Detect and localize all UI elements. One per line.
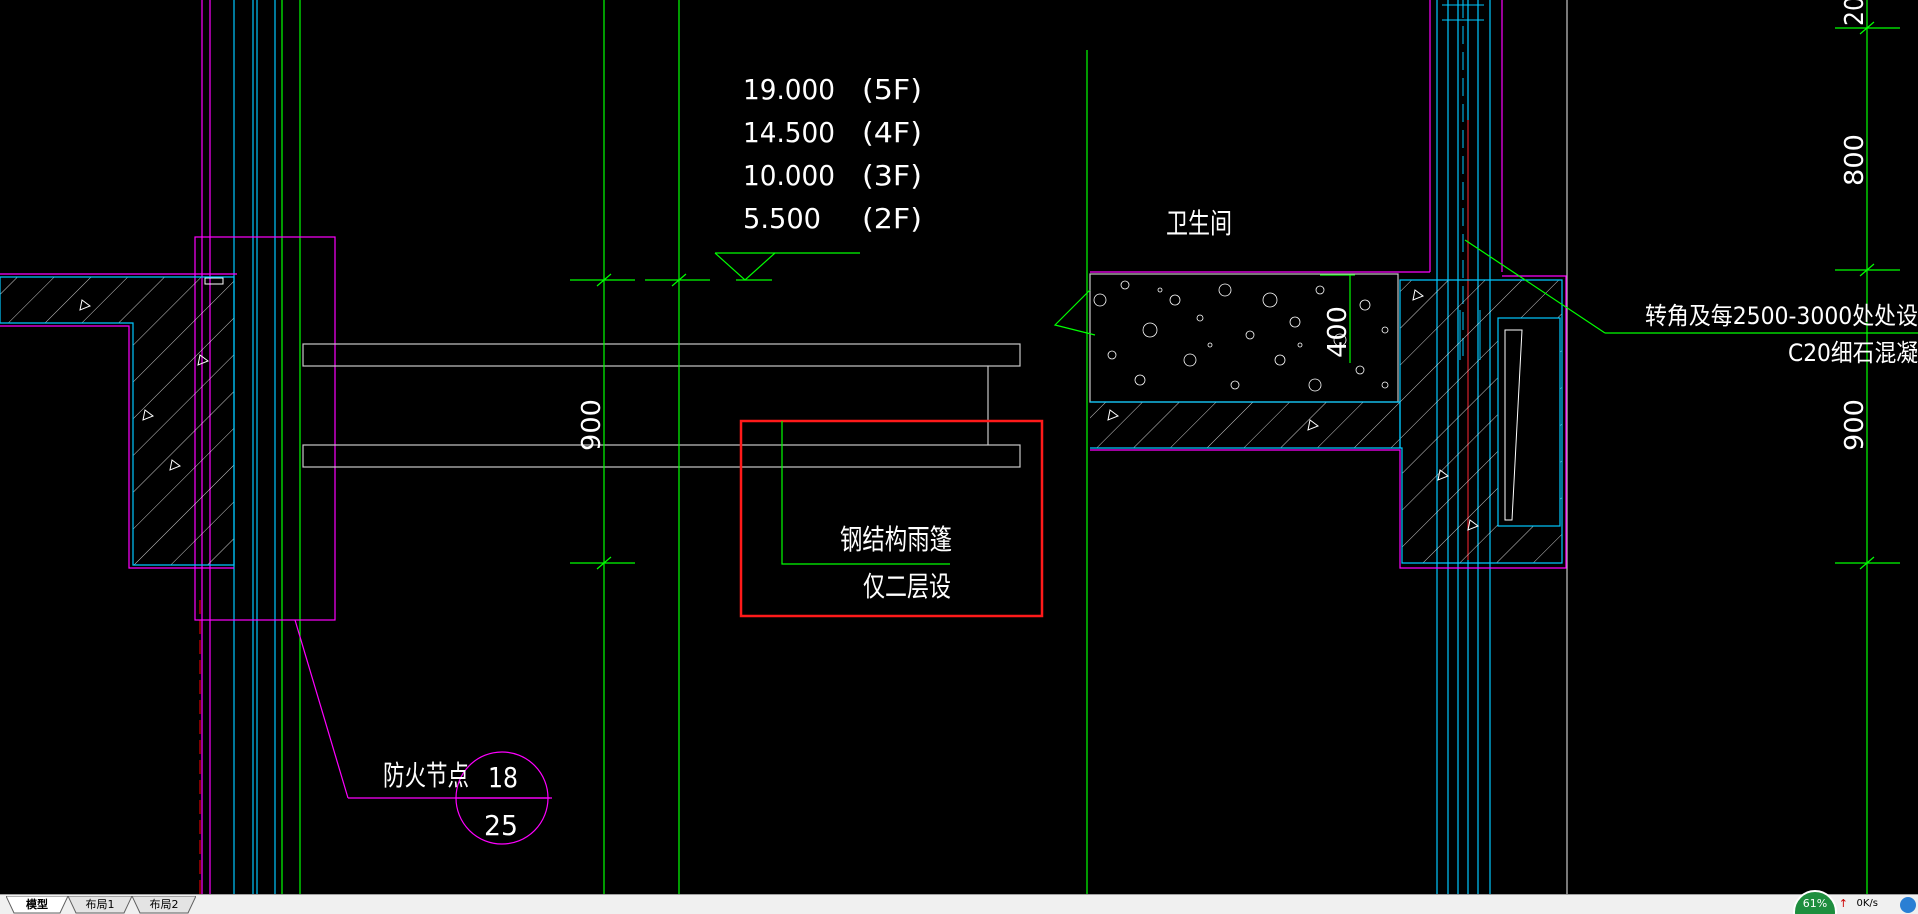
canopy-beam xyxy=(302,343,1021,468)
tab-layout-2-label: 布局2 xyxy=(149,898,179,911)
dimension-text: 900 xyxy=(577,399,607,451)
note-leader xyxy=(1464,239,1918,334)
callout-highlight xyxy=(739,419,1044,618)
note-line-1: 转角及每2500-3000处处设 xyxy=(1645,302,1918,330)
dimension-text: 800 xyxy=(1840,134,1870,186)
floor-label: (4F) xyxy=(862,116,922,149)
cad-drawing: 19.000 14.500 10.000 5.500 (5F) (4F) (3F… xyxy=(0,0,1918,894)
tab-model[interactable]: 模型 xyxy=(6,896,68,914)
elevation-value: 5.500 xyxy=(743,202,821,235)
room-label: 卫生间 xyxy=(1166,207,1232,240)
elevation-value: 14.500 xyxy=(743,116,835,149)
floor-label: (2F) xyxy=(862,202,922,235)
left-wall xyxy=(194,0,550,894)
globe-icon[interactable] xyxy=(1900,897,1916,913)
layout-tab-bar: 模型 布局1 布局2 ↑ 0K/s xyxy=(0,894,1918,914)
dimension-lines xyxy=(570,0,1900,894)
dimension-text: 400 xyxy=(1323,306,1353,358)
elevation-value: 19.000 xyxy=(743,73,835,106)
detail-number: 18 xyxy=(488,761,518,794)
cad-model-viewport[interactable]: 19.000 14.500 10.000 5.500 (5F) (4F) (3F… xyxy=(0,0,1918,894)
note-line-2: C20细石混凝 xyxy=(1788,339,1918,367)
memory-gauge[interactable]: 61% xyxy=(1793,890,1837,914)
elevation-labels: 19.000 14.500 10.000 5.500 (5F) (4F) (3F… xyxy=(743,73,922,235)
tab-model-label: 模型 xyxy=(26,898,48,911)
memory-gauge-value: 61% xyxy=(1793,890,1837,914)
floor-label: (3F) xyxy=(862,159,922,192)
elevation-symbol xyxy=(714,252,860,281)
fire-node-label: 防火节点 xyxy=(383,759,469,792)
tab-layout-1-label: 布局1 xyxy=(85,898,115,911)
callout-line-2: 仅二层设 xyxy=(863,570,951,603)
left-slab xyxy=(0,273,237,569)
network-speed: 0K/s xyxy=(1856,898,1879,909)
detail-bubble xyxy=(455,751,552,845)
elevation-value: 10.000 xyxy=(743,159,835,192)
dimension-text: 20 xyxy=(1840,0,1870,26)
dimension-text: 900 xyxy=(1840,399,1870,451)
right-slab xyxy=(1053,271,1567,569)
upload-arrow-icon: ↑ xyxy=(1838,897,1848,910)
floor-label: (5F) xyxy=(862,73,922,106)
sheet-number: 25 xyxy=(484,809,518,842)
tab-layout-2[interactable]: 布局2 xyxy=(132,896,196,914)
callout-line-1: 钢结构雨篷 xyxy=(840,523,952,556)
tab-layout-1[interactable]: 布局1 xyxy=(68,896,132,914)
